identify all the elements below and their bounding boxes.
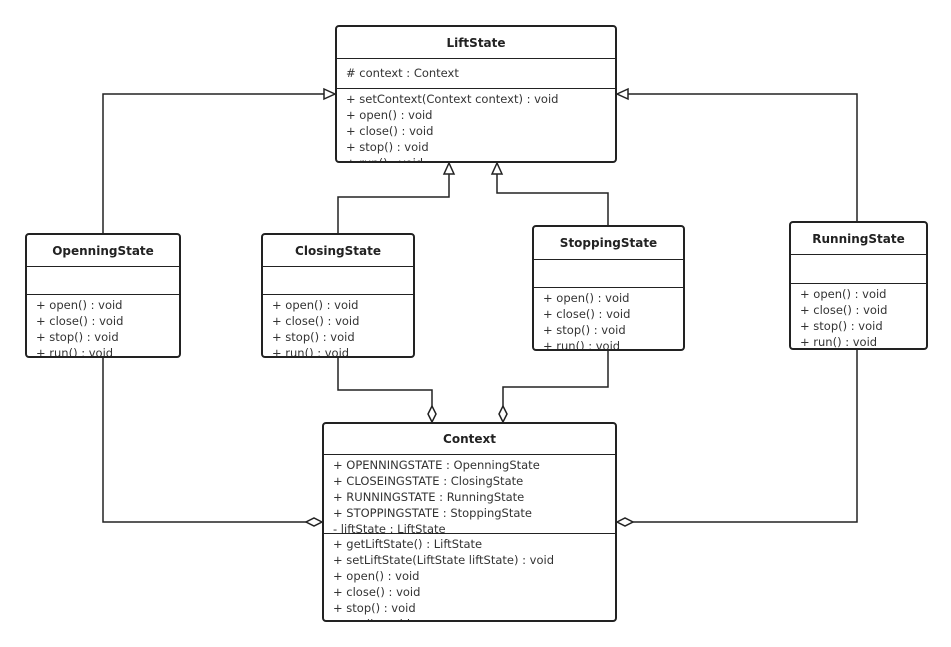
method: + run() : void xyxy=(800,335,878,349)
generalization-arrowhead xyxy=(615,87,629,101)
method: + stop() : void xyxy=(272,330,355,344)
class-name: RunningState xyxy=(791,223,926,255)
aggregation-diamond xyxy=(498,404,508,424)
method: + close() : void xyxy=(333,585,421,599)
aggregation-diamond xyxy=(427,404,437,424)
method: + run() : void xyxy=(272,346,350,358)
methods-section: + open() : void + close() : void + stop() … xyxy=(534,288,683,351)
method: + run() : void xyxy=(346,156,424,163)
method: + close() : void xyxy=(800,303,888,317)
generalization-stopping-to-liftstate xyxy=(496,174,609,225)
methods-section: + open() : void + close() : void + stop() … xyxy=(27,295,179,358)
method: + stop() : void xyxy=(543,323,626,337)
method: + run() : void xyxy=(543,339,621,351)
attribute: + STOPPINGSTATE : StoppingState xyxy=(333,506,532,520)
attribute: - liftState : LiftState xyxy=(333,522,446,536)
attribute: + OPENNINGSTATE : OpenningState xyxy=(333,458,540,472)
method: + stop() : void xyxy=(36,330,119,344)
method: + open() : void xyxy=(543,291,630,305)
class-openningstate[interactable]: OpenningState + open() : void + close() : … xyxy=(25,233,181,358)
methods-section: + getLiftState() : LiftState + setLiftSta… xyxy=(324,534,615,620)
method: + open() : void xyxy=(36,298,123,312)
method: + stop() : void xyxy=(346,140,429,154)
method: + open() : void xyxy=(346,108,433,122)
class-name: ClosingState xyxy=(263,235,413,267)
method: + open() : void xyxy=(272,298,359,312)
method: + setContext(Context context) : void xyxy=(346,92,559,106)
generalization-closing-to-liftstate xyxy=(337,174,450,233)
class-context[interactable]: Context+ OPENNINGSTATE : OpenningState+ … xyxy=(322,422,617,622)
method: + open() : void xyxy=(800,287,887,301)
class-name: StoppingState xyxy=(534,227,683,260)
attribute: # context : Context xyxy=(346,66,459,80)
attributes-section xyxy=(791,255,926,284)
generalization-running-to-liftstate xyxy=(628,93,858,221)
class-closingstate[interactable]: ClosingState + open() : void + close() : v… xyxy=(261,233,415,358)
method: + run() : void xyxy=(333,616,615,620)
aggregation-diamond xyxy=(304,517,324,527)
method: + stop() : void xyxy=(333,601,416,615)
attribute: + RUNNINGSTATE : RunningState xyxy=(333,490,525,504)
methods-section: + open() : void + close() : void + stop() … xyxy=(791,284,926,349)
methods-section: + setContext(Context context) : void + op… xyxy=(337,89,615,163)
class-stoppingstate[interactable]: StoppingState + open() : void + close() : … xyxy=(532,225,685,351)
class-name: Context xyxy=(324,424,615,455)
method: + open() : void xyxy=(333,569,420,583)
aggregation-openning-to-context xyxy=(102,358,306,523)
method: + close() : void xyxy=(36,314,124,328)
generalization-openning-to-liftstate xyxy=(102,93,324,233)
methods-section: + open() : void + close() : void + stop() … xyxy=(263,295,413,358)
aggregation-closing-to-context xyxy=(337,358,433,406)
attributes-section xyxy=(534,260,683,288)
method: + run() : void xyxy=(36,346,114,358)
generalization-arrowhead xyxy=(490,161,504,175)
method: + close() : void xyxy=(543,307,631,321)
attribute: + CLOSEINGSTATE : ClosingState xyxy=(333,474,524,488)
class-runningstate[interactable]: RunningState + open() : void + close() : v… xyxy=(789,221,928,350)
method: + close() : void xyxy=(272,314,360,328)
attributes-section xyxy=(263,267,413,295)
aggregation-diamond xyxy=(615,517,635,527)
generalization-arrowhead xyxy=(442,161,456,175)
method: + close() : void xyxy=(346,124,434,138)
class-liftstate[interactable]: LiftState # context : Context + setContext… xyxy=(335,25,617,163)
aggregation-running-to-context xyxy=(633,350,858,523)
method: + setLiftState(LiftState liftState) : vo… xyxy=(333,553,554,567)
attributes-section xyxy=(27,267,179,295)
attributes-section: # context : Context xyxy=(337,59,615,89)
generalization-arrowhead xyxy=(323,87,337,101)
attributes-section: + OPENNINGSTATE : OpenningState + CLOSEIN… xyxy=(324,455,615,536)
class-name: OpenningState xyxy=(27,235,179,267)
aggregation-stopping-to-context xyxy=(502,351,609,406)
method: + stop() : void xyxy=(800,319,883,333)
class-name: LiftState xyxy=(337,27,615,59)
method: + getLiftState() : LiftState xyxy=(333,537,483,551)
